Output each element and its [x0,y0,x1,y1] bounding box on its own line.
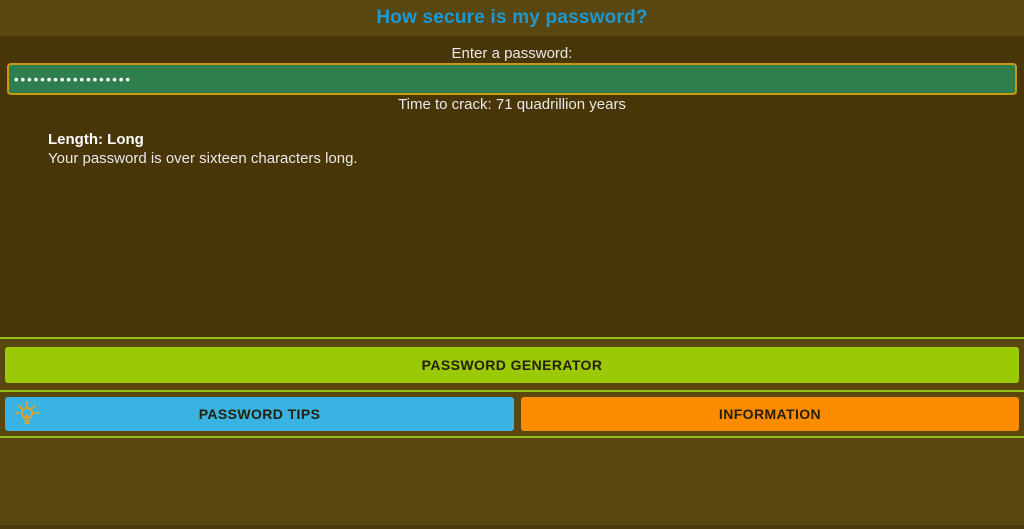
separator-line-top [0,337,1024,339]
password-tips-button[interactable]: PASSWORD TIPS [5,397,514,431]
lightbulb-icon [14,401,40,424]
crack-time-text: Time to crack: 71 quadrillion years [398,96,626,113]
information-label: INFORMATION [718,406,822,422]
bottom-edge-shadow [0,525,1024,529]
password-tips-label: PASSWORD TIPS [198,406,321,422]
separator-line-bottom [0,436,1024,438]
password-prompt-label: Enter a password: [451,45,573,62]
separator-line-middle [0,390,1024,392]
password-generator-button[interactable]: PASSWORD GENERATOR [5,347,1019,383]
length-result-heading: Length: Long [48,131,144,148]
main-content: Enter a password: Time to crack: 71 quad… [0,36,1024,337]
app-title-bar: How secure is my password? [0,0,1024,36]
page-title: How secure is my password? [376,7,648,28]
password-input[interactable] [7,63,1017,95]
information-button[interactable]: INFORMATION [521,397,1019,431]
length-result-detail: Your password is over sixteen characters… [48,150,358,167]
